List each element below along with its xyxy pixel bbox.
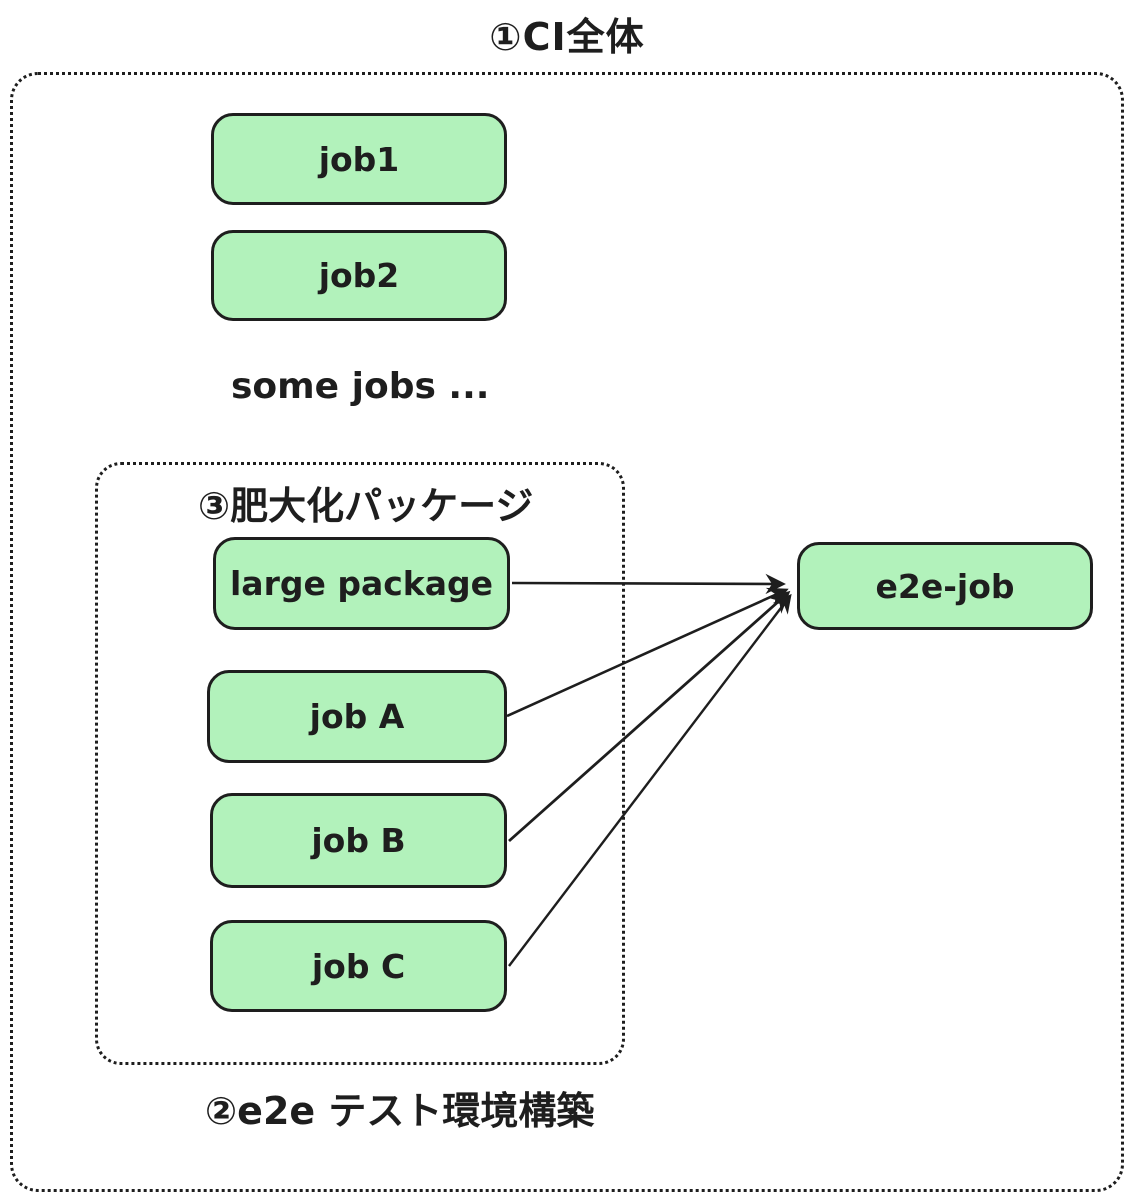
node-job1: job1	[211, 113, 507, 205]
node-job1-label: job1	[318, 139, 400, 179]
node-e2e-job-label: e2e-job	[875, 566, 1015, 606]
diagram-title: ①CI全体	[489, 15, 645, 59]
some-jobs-note: some jobs ...	[231, 366, 490, 407]
node-job-c: job C	[210, 920, 507, 1012]
node-job-a: job A	[207, 670, 507, 763]
node-job-a-label: job A	[309, 697, 405, 736]
ci-overall-group-border	[10, 72, 1124, 1192]
node-e2e-job: e2e-job	[797, 542, 1093, 630]
node-large-package-label: large package	[229, 564, 494, 603]
node-job-b-label: job B	[311, 821, 406, 860]
bloated-package-group-title: ③肥大化パッケージ	[198, 484, 534, 528]
e2e-test-env-caption: ②e2e テスト環境構築	[205, 1089, 595, 1133]
node-job-c-label: job C	[311, 946, 406, 986]
node-job-b: job B	[210, 793, 507, 888]
node-large-package: large package	[213, 537, 510, 630]
node-job2-label: job2	[318, 256, 400, 295]
node-job2: job2	[211, 230, 507, 321]
